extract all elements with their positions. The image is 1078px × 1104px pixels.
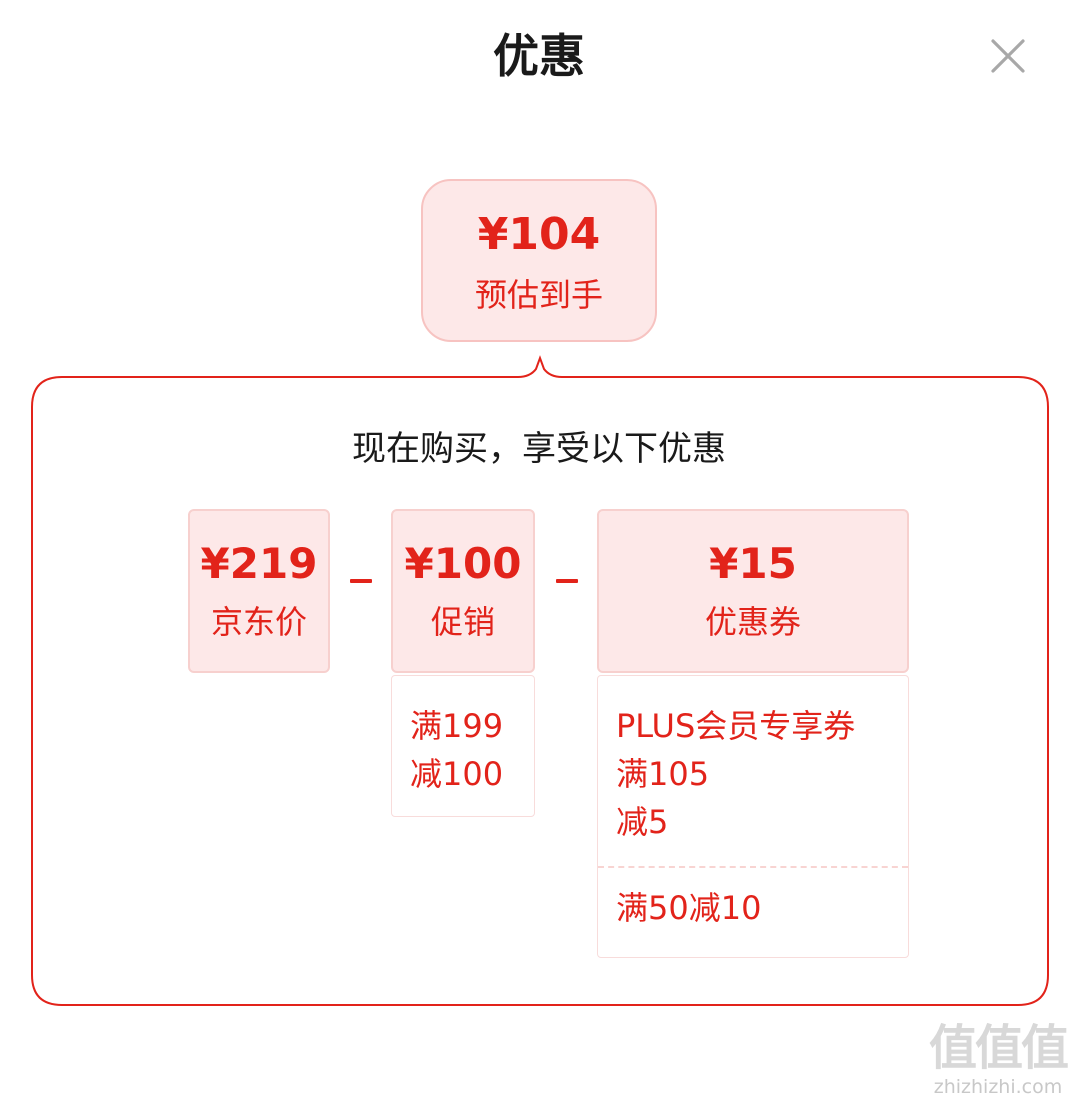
coupon-tile: ¥15 优惠券	[597, 509, 909, 673]
dialog-title: 优惠	[493, 29, 585, 83]
promotion-detail-line: 满199	[410, 707, 504, 745]
minus-sign	[556, 579, 578, 583]
coupon-item-line: 满50减10	[616, 889, 762, 927]
jd-price-label: 京东价	[210, 603, 307, 641]
coupon-item: 满50减10	[598, 868, 908, 932]
jd-price-value: ¥219	[200, 539, 318, 588]
coupon-value: ¥15	[709, 539, 797, 588]
watermark: 值值值 zhizhizhi.com	[924, 1020, 1072, 1098]
coupon-item-line: 减5	[616, 803, 669, 841]
jd-price-tile: ¥219 京东价	[188, 509, 330, 673]
watermark-glyphs: 值值值	[928, 1020, 1069, 1076]
promotion-tile: ¥100 促销	[391, 509, 535, 673]
promotion-detail-line: 减100	[410, 755, 504, 793]
coupon-item-line: PLUS会员专享券	[616, 707, 856, 745]
estimated-price-box: ¥104 预估到手	[421, 179, 657, 342]
estimated-price-label: 预估到手	[474, 276, 603, 314]
promotion-value: ¥100	[404, 539, 522, 588]
promotion-label: 促销	[430, 603, 495, 641]
coupon-item-line: 满105	[616, 755, 710, 793]
estimated-price: ¥104	[477, 209, 601, 260]
watermark-url: zhizhizhi.com	[933, 1076, 1063, 1098]
promotion-detail: 满199 减100	[391, 675, 535, 817]
panel-subtitle: 现在购买，享受以下优惠	[352, 429, 726, 469]
coupon-item: PLUS会员专享券 满105 减5	[598, 676, 908, 868]
coupon-label: 优惠券	[704, 603, 801, 641]
close-icon	[991, 39, 1025, 73]
close-button[interactable]	[986, 34, 1030, 78]
minus-sign	[350, 579, 372, 583]
coupon-detail: PLUS会员专享券 满105 减5 满50减10	[597, 675, 909, 958]
